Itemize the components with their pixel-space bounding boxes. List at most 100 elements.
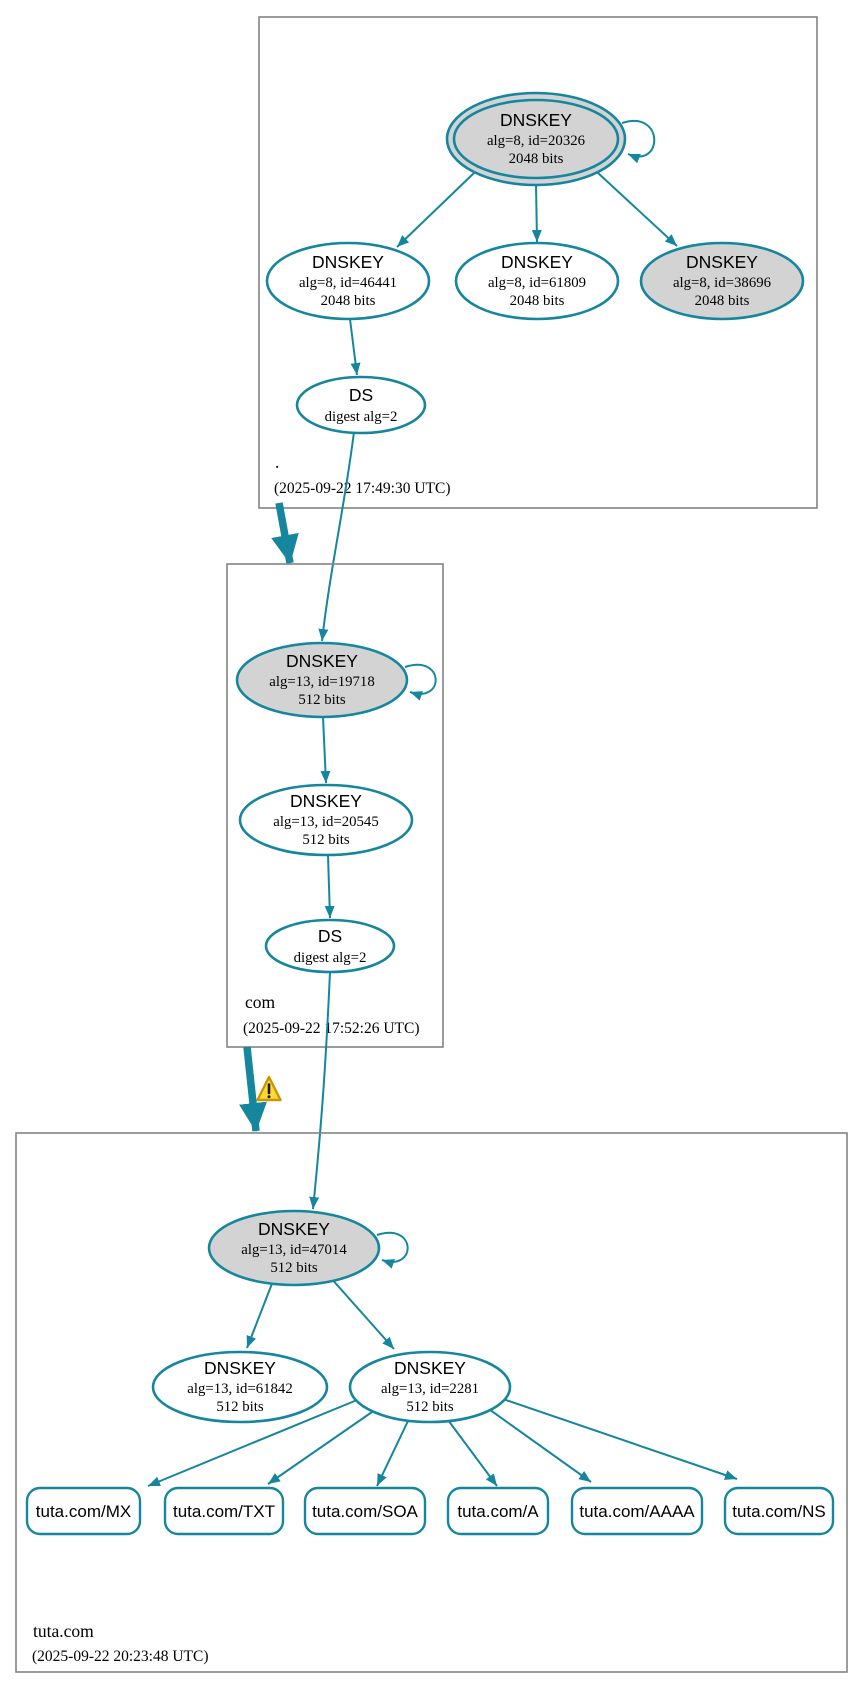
rrset-label: tuta.com/AAAA bbox=[579, 1502, 695, 1521]
node-detail: alg=8, id=38696 bbox=[673, 275, 771, 291]
edge-com-zsk-to-ds bbox=[324, 854, 335, 919]
zone-timestamp-com: (2025-09-22 17:52:26 UTC) bbox=[243, 1020, 420, 1037]
zone-name-tuta-com: tuta.com bbox=[33, 1621, 94, 1641]
warning-icon[interactable] bbox=[256, 1075, 282, 1102]
node-detail: alg=13, id=2281 bbox=[381, 1381, 479, 1397]
edge-zsk-2281-to-a bbox=[447, 1419, 498, 1487]
edge-zsk-2281-to-ns bbox=[499, 1397, 738, 1480]
edge-com-ksk-self-sign bbox=[404, 663, 437, 701]
edge-tuta-ksk-to-zsk-61842 bbox=[246, 1280, 274, 1349]
node-root-dnskey-20326[interactable]: DNSKEY alg=8, id=20326 2048 bits bbox=[445, 91, 627, 187]
node-title: DNSKEY bbox=[500, 110, 572, 130]
node-detail: alg=13, id=19718 bbox=[269, 674, 374, 690]
rrset-box bbox=[163, 1486, 285, 1536]
node-size: 2048 bits bbox=[509, 151, 564, 167]
node-detail: alg=8, id=20326 bbox=[487, 133, 585, 149]
zone-com: DNSKEY alg=13, id=19718 512 bits DNSKEY … bbox=[226, 563, 444, 1048]
rrset-box bbox=[303, 1486, 427, 1536]
node-com-dnskey-20545[interactable]: DNSKEY alg=13, id=20545 512 bits bbox=[238, 783, 414, 857]
node-detail: alg=13, id=61842 bbox=[187, 1381, 292, 1397]
root-ksk-outer-ellipse bbox=[445, 91, 627, 187]
node-detail: alg=8, id=61809 bbox=[488, 275, 586, 291]
zone-box-root bbox=[258, 16, 818, 509]
edge-root-ds-to-com-ksk bbox=[318, 431, 355, 642]
zone-name-root: . bbox=[275, 452, 279, 472]
node-root-dnskey-61809[interactable]: DNSKEY alg=8, id=61809 2048 bits bbox=[454, 241, 620, 321]
node-title: DNSKEY bbox=[501, 252, 573, 272]
node-size: 512 bits bbox=[406, 1399, 454, 1415]
node-root-ds[interactable]: DS digest alg=2 bbox=[295, 375, 427, 435]
node-detail: digest alg=2 bbox=[325, 409, 398, 425]
node-ellipse bbox=[238, 783, 414, 857]
node-ellipse bbox=[207, 1209, 381, 1287]
node-ellipse bbox=[235, 641, 409, 719]
rrset-label: tuta.com/MX bbox=[36, 1502, 131, 1521]
node-detail: digest alg=2 bbox=[294, 950, 367, 966]
edge-com-ds-to-tuta-ksk bbox=[309, 971, 331, 1210]
zone-name-com: com bbox=[245, 992, 276, 1012]
rrset-label: tuta.com/SOA bbox=[312, 1502, 418, 1521]
zone-box-tuta-com bbox=[15, 1132, 848, 1673]
edge-root-ksk-to-zsk-46441 bbox=[396, 172, 475, 248]
node-size: 512 bits bbox=[270, 1260, 318, 1276]
node-rrset-a[interactable]: tuta.com/A bbox=[446, 1486, 550, 1536]
edge-zsk-2281-to-txt bbox=[267, 1411, 373, 1485]
node-size: 2048 bits bbox=[695, 293, 750, 309]
node-ellipse bbox=[348, 1350, 512, 1424]
node-rrset-txt[interactable]: tuta.com/TXT bbox=[163, 1486, 285, 1536]
rrset-label: tuta.com/A bbox=[457, 1502, 539, 1521]
node-detail: alg=13, id=20545 bbox=[273, 814, 378, 830]
edge-zsk-2281-to-mx bbox=[147, 1399, 358, 1487]
node-rrset-aaaa[interactable]: tuta.com/AAAA bbox=[570, 1486, 704, 1536]
edge-zsk-46441-to-ds bbox=[349, 318, 361, 376]
edge-root-ksk-self-sign bbox=[621, 119, 656, 164]
zone-timestamp-tuta-com: (2025-09-22 20:23:48 UTC) bbox=[32, 1648, 209, 1665]
node-root-dnskey-46441[interactable]: DNSKEY alg=8, id=46441 2048 bits bbox=[265, 241, 431, 321]
warning-exclamation-dot bbox=[267, 1095, 271, 1099]
node-size: 512 bits bbox=[298, 692, 346, 708]
rrset-label: tuta.com/NS bbox=[732, 1502, 826, 1521]
node-root-dnskey-38696[interactable]: DNSKEY alg=8, id=38696 2048 bits bbox=[639, 241, 805, 321]
zone-timestamp-root: (2025-09-22 17:49:30 UTC) bbox=[274, 480, 451, 497]
node-rrset-mx[interactable]: tuta.com/MX bbox=[25, 1486, 142, 1536]
node-size: 2048 bits bbox=[321, 293, 376, 309]
node-ellipse bbox=[295, 375, 427, 435]
rrset-box bbox=[723, 1486, 835, 1536]
node-title: DS bbox=[318, 926, 342, 946]
node-title: DNSKEY bbox=[290, 791, 362, 811]
node-title: DNSKEY bbox=[258, 1219, 330, 1239]
rrset-box bbox=[25, 1486, 142, 1536]
node-ellipse bbox=[454, 241, 620, 321]
edge-root-ksk-to-zsk-61809 bbox=[531, 183, 542, 243]
root-ksk-inner-ellipse bbox=[452, 98, 620, 180]
edge-com-delegation-to-tuta bbox=[239, 1046, 267, 1132]
zone-root: DNSKEY alg=8, id=20326 2048 bits DNSKEY … bbox=[258, 16, 818, 509]
node-com-dnskey-19718[interactable]: DNSKEY alg=13, id=19718 512 bits bbox=[235, 641, 409, 719]
zone-tuta-com: DNSKEY alg=13, id=47014 512 bits DNSKEY … bbox=[15, 1132, 848, 1673]
node-ellipse bbox=[639, 241, 805, 321]
node-title: DNSKEY bbox=[394, 1358, 466, 1378]
edge-zsk-2281-to-soa bbox=[376, 1420, 409, 1487]
rrset-box bbox=[446, 1486, 550, 1536]
node-size: 2048 bits bbox=[510, 293, 565, 309]
edge-zsk-2281-to-aaaa bbox=[485, 1406, 592, 1483]
node-tuta-dnskey-2281[interactable]: DNSKEY alg=13, id=2281 512 bits bbox=[348, 1350, 512, 1424]
node-title: DNSKEY bbox=[286, 651, 358, 671]
node-tuta-dnskey-47014[interactable]: DNSKEY alg=13, id=47014 512 bits bbox=[207, 1209, 381, 1287]
edge-root-delegation-to-com bbox=[271, 502, 299, 564]
edge-root-ksk-to-ksk-38696 bbox=[597, 172, 678, 247]
node-rrset-soa[interactable]: tuta.com/SOA bbox=[303, 1486, 427, 1536]
node-rrset-ns[interactable]: tuta.com/NS bbox=[723, 1486, 835, 1536]
node-com-ds[interactable]: DS digest alg=2 bbox=[264, 918, 396, 974]
node-tuta-dnskey-61842[interactable]: DNSKEY alg=13, id=61842 512 bits bbox=[151, 1350, 329, 1424]
rrset-box bbox=[570, 1486, 704, 1536]
edge-tuta-ksk-self-sign bbox=[376, 1231, 409, 1269]
node-title: DNSKEY bbox=[686, 252, 758, 272]
edge-tuta-ksk-to-zsk-2281 bbox=[329, 1276, 395, 1350]
zone-box-com bbox=[226, 563, 444, 1048]
node-detail: alg=13, id=47014 bbox=[241, 1242, 347, 1258]
edge-com-ksk-to-zsk-20545 bbox=[320, 716, 331, 784]
node-title: DS bbox=[349, 385, 373, 405]
